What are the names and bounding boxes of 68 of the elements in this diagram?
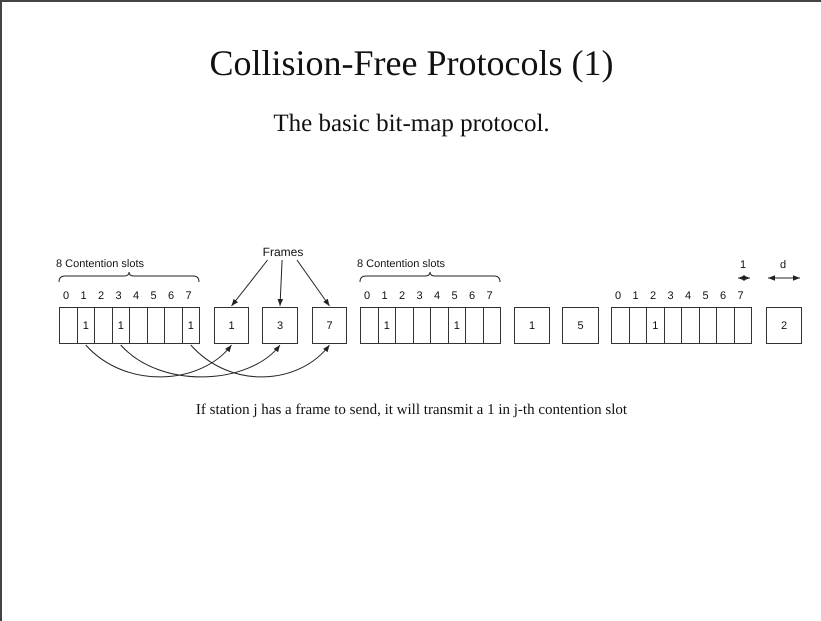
frame-box: 1 [76,307,95,344]
frame-box: 1 [214,307,249,344]
slot-number: 3 [668,290,674,302]
slot-number: 7 [486,290,493,302]
frame-box: 7 [312,307,347,344]
slot-box [734,307,752,344]
arrow [278,260,284,306]
frame-box: 1 [514,307,550,344]
frame-box: 1 [378,307,396,344]
slot-number: 2 [650,290,656,302]
frames-label: Frames [262,244,304,259]
slot-box [611,307,630,344]
arrow [231,260,268,306]
frame-box: 1 [448,307,466,344]
curved-arrow [85,344,232,378]
slot-number: 3 [416,290,423,302]
slot-box [681,307,700,344]
frame-box: 3 [262,307,298,344]
slot-number: 0 [364,290,370,302]
slot-number: 2 [98,290,104,302]
slot-box [164,307,182,344]
frame-box: 1 [182,307,200,344]
slot-box [129,307,148,344]
slot-number: 5 [452,290,458,302]
dimension-label: d [780,259,786,271]
slot-box [430,307,448,344]
slot-box [360,307,378,344]
slot-number: 5 [150,290,157,302]
frame-box: 5 [562,307,599,344]
slot-box [395,307,414,344]
slot-number: 0 [63,290,70,302]
slot-box [628,307,647,344]
frame-box: 1 [646,307,664,344]
frame-box: 1 [112,307,130,344]
slot-box [412,307,431,344]
dimension-label: 1 [740,259,746,271]
slot-number: 2 [399,290,406,302]
slot-number: 1 [382,290,388,302]
slot-box [59,307,78,344]
group-heading: 8 Contention slots [56,258,144,270]
slot-box [94,307,112,344]
curved-arrow [120,344,280,378]
slot-number: 5 [702,290,709,302]
slot-box [664,307,682,344]
slot-number: 7 [738,290,744,302]
slot-number: 7 [186,290,192,302]
slot-number: 6 [469,290,476,302]
slot-box [698,307,717,344]
frame-box: 2 [766,307,802,344]
slot-box [482,307,501,344]
slide-title: Collision-Free Protocols (1) [208,42,614,84]
slot-box [146,307,165,344]
group-heading: 8 Contention slots [357,258,446,270]
slot-number: 6 [168,290,174,302]
slot-number: 1 [80,290,87,302]
note-text: If station j has a frame to send, it will transmit a 1 in j-th contention slot [194,402,628,419]
slide-subtitle: The basic bit-map protocol. [272,110,551,138]
slot-number: 3 [116,290,122,302]
slot-number: 4 [685,290,692,302]
slot-number: 0 [615,290,622,302]
slot-number: 6 [720,290,726,302]
slot-box [465,307,484,344]
slot-box [716,307,734,344]
slot-number: 4 [434,290,440,302]
curved-arrow [190,344,330,378]
slot-number: 4 [133,290,140,302]
slot-number: 1 [632,290,639,302]
arrow [296,260,330,306]
